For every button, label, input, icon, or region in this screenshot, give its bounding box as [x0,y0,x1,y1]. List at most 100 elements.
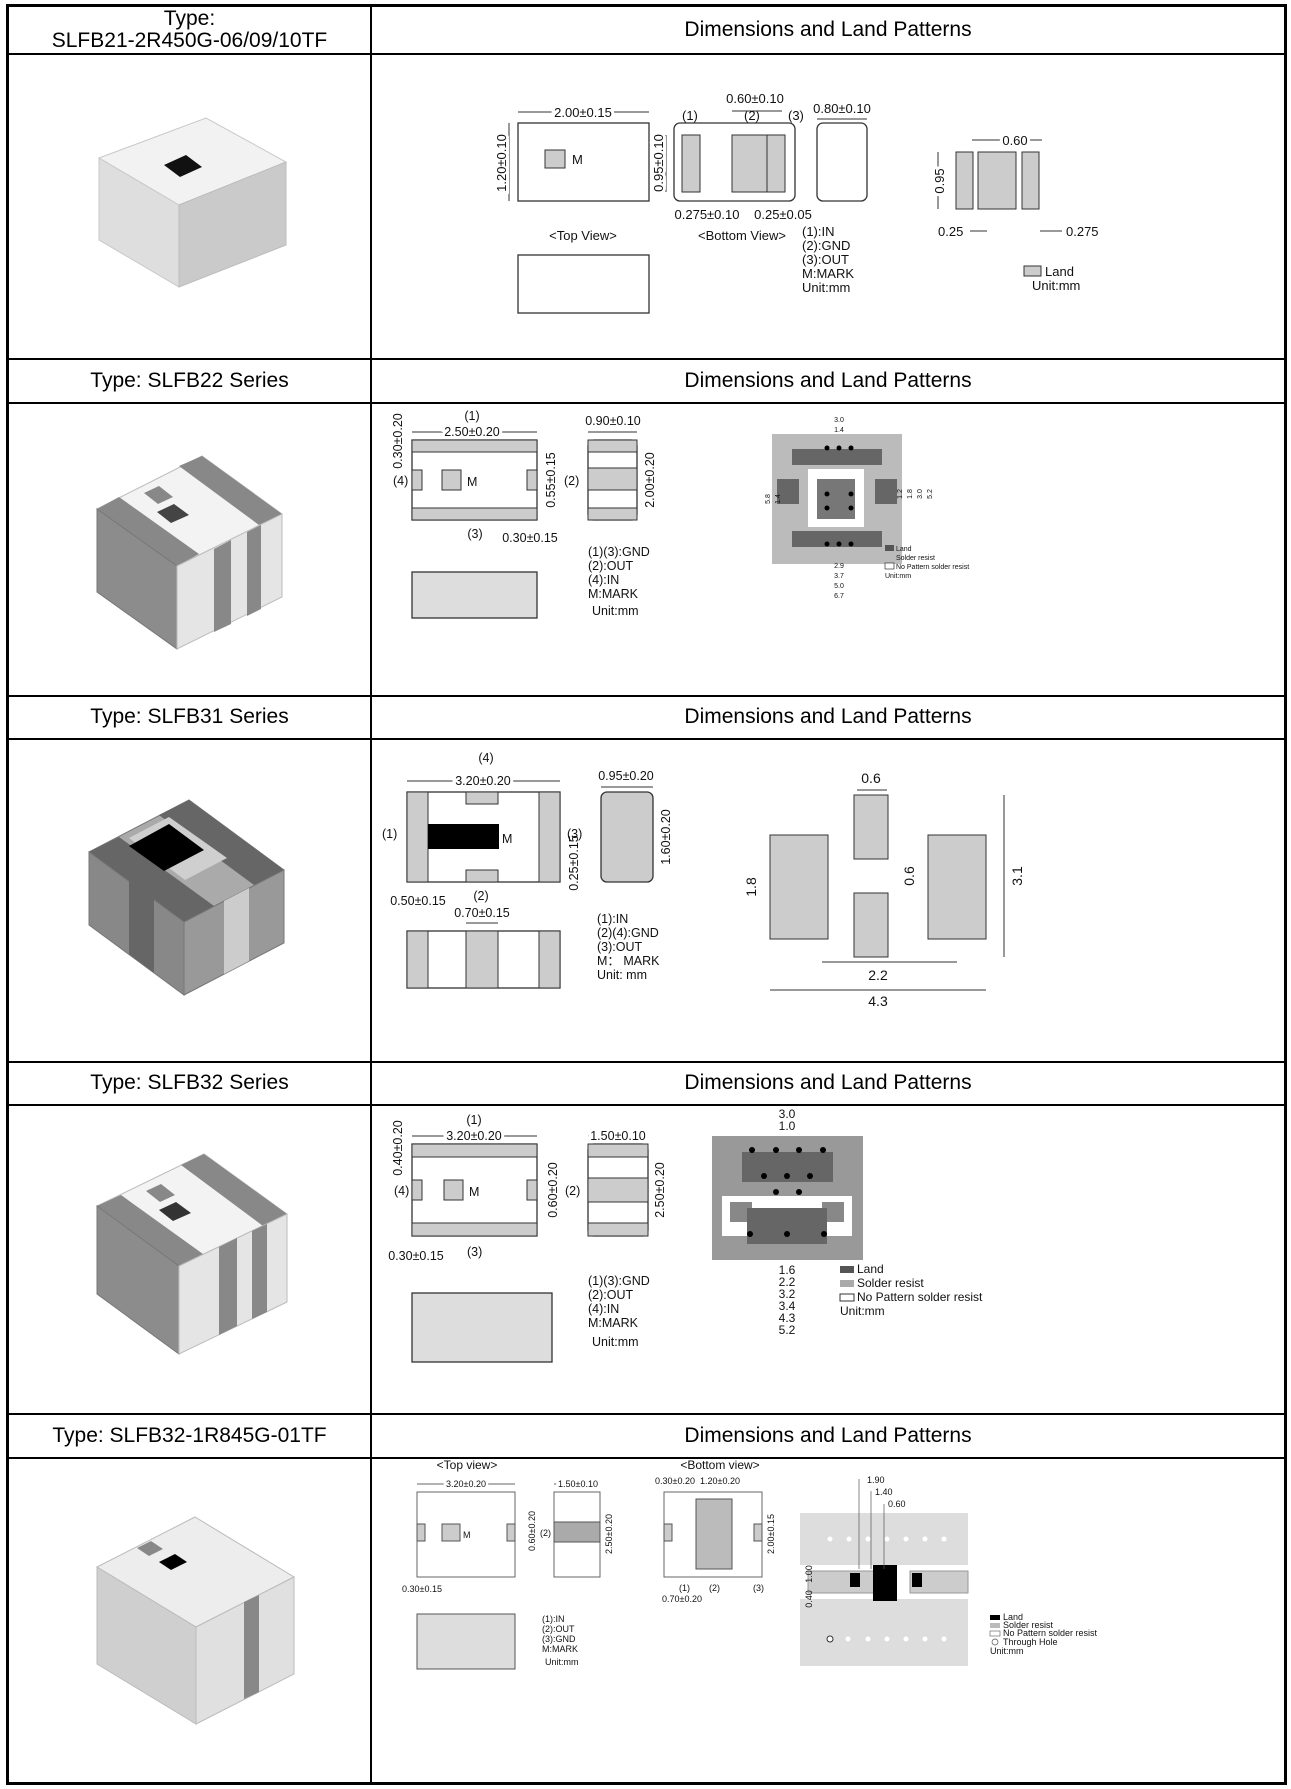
legend-line: Land [1045,264,1074,279]
row-divider [9,695,1284,697]
lp-legend: Solder resist [896,555,935,562]
dim-label: 0.95 [932,168,947,193]
dimensions-header: Dimensions and Land Patterns [684,1423,972,1447]
row-divider [9,402,1284,404]
lp-dim: 3.1 [1009,866,1025,886]
dim-label: 0.95±0.20 [598,769,654,783]
pin-label: (2) [540,1528,551,1538]
lp-dim: 5.0 [834,583,844,590]
lp-legend: Through Hole [1003,1637,1058,1647]
legend-line: (1):IN [802,224,835,239]
lp-legend: No Pattern solder resist [857,1290,983,1304]
pin-label: (3) [753,1583,764,1593]
dim-label: 0.30±0.15 [402,1584,442,1594]
mark-square [164,155,202,177]
legend-line: M:MARK [802,266,854,281]
legend-line: M： MARK [597,954,660,968]
dimension-drawing: (4) 3.20±0.20 M (1) (3) (2) 0.50±0.15 0.… [382,751,1025,1009]
lp-dim: 0.40 [804,1590,814,1608]
lp-dim: 4.3 [779,1311,796,1325]
lp-dim: 2.2 [868,967,888,983]
lp-dim: 5.2 [779,1323,796,1337]
legend-line: (2):OUT [588,1288,634,1302]
dim-label: 2.50±0.20 [604,1514,614,1554]
dim-label: 0.30±0.20 [655,1476,695,1486]
pin-label: (4) [393,474,408,488]
lp-legend: Unit:mm [990,1646,1024,1656]
pin-label: (3) [467,527,482,541]
lp-legend: Land [857,1262,884,1276]
legend-line: (2):GND [802,238,850,253]
legend-line: (2):OUT [588,559,634,573]
column-divider [370,7,372,1782]
legend-line: (1):IN [542,1614,565,1624]
dimensions-header: Dimensions and Land Patterns [684,18,972,41]
lp-dim: 3.2 [779,1287,796,1301]
legend-line: (2)(4):GND [597,926,659,940]
legend-line: (1)(3):GND [588,545,650,559]
pin-label: (4) [478,751,493,765]
lp-dim: 1.6 [779,1263,796,1277]
legend-line: (3):GND [542,1634,576,1644]
view-caption: <Top View> [549,228,617,243]
dim-label: 0.70±0.15 [454,906,510,920]
dim-label: 0.275±0.10 [675,207,740,222]
row-divider [9,1061,1284,1063]
dim-label: 2.50±0.20 [444,425,500,439]
dim-label: 0.30±0.20 [391,413,405,469]
lp-dim: 1.2 [897,489,904,499]
component-3d-render [96,455,283,650]
lp-dim: 1.4 [775,494,782,504]
pin-label: (1) [382,827,397,841]
dimension-drawing: M 2.00±0.15 1.20±0.10 <Top View> (1) (2)… [491,91,1099,314]
view-caption: <Top view> [437,1458,498,1472]
lp-dim: 3.4 [779,1299,796,1313]
view-caption: <Bottom View> [698,228,786,243]
dim-label: 2.00±0.15 [766,1514,776,1554]
dim-label: 0.60 [1002,133,1027,148]
lp-dim: 3.7 [834,573,844,580]
lp-dim: 3.0 [917,489,924,499]
pin-label: (2) [565,1184,580,1198]
lp-dim: 5.2 [927,489,934,499]
pin-label: (2) [473,889,488,903]
lp-dim: 0.6 [901,866,917,886]
lp-legend: Unit:mm [840,1304,885,1318]
dim-label: 0.95±0.10 [651,134,666,192]
component-3d-render [97,117,288,288]
component-3d-render [96,1153,288,1355]
dim-label: 0.25 [938,224,963,239]
pin-label: (3) [567,827,582,841]
dim-label: 1.20±0.20 [700,1476,740,1486]
lp-dim: 0.60 [888,1499,906,1509]
dim-label: 2.00±0.20 [643,452,657,508]
legend-line: (1)(3):GND [588,1274,650,1288]
datasheet-table: Type: SLFB21-2R450G-06/09/10TF Dimension… [6,4,1287,1785]
dimension-drawing: (1) 3.20±0.20 0.40±0.20 M (4) 0.60±0.20 … [388,1107,983,1363]
legend-line: Unit:mm [592,1335,639,1349]
pin-label: (4) [394,1184,409,1198]
dim-label: 1.20±0.10 [494,134,509,192]
dim-label: 0.50±0.15 [390,894,446,908]
pin-label: (1) [464,409,479,423]
lp-dim: 3.0 [834,417,844,424]
type-header: Type: SLFB32-1R845G-01TF [52,1423,327,1447]
dim-label: 2.50±0.20 [653,1162,667,1218]
legend-line: Unit: mm [597,968,647,982]
legend-line: Unit:mm [592,604,639,618]
lp-legend: Land [896,546,912,553]
legend-line: M:MARK [542,1644,578,1654]
dim-label: 0.80±0.10 [813,101,871,116]
dim-label: 3.20±0.20 [446,1479,486,1489]
mark-square [159,1554,187,1570]
pin-label: (1) [679,1583,690,1593]
lp-legend: Unit:mm [885,573,911,580]
type-header: Type: SLFB32 Series [90,1071,289,1094]
legend-line: (4):IN [588,573,619,587]
lp-dim: 1.90 [867,1475,885,1485]
pin-label: (2) [564,474,579,488]
row-divider [9,1457,1284,1459]
dimensions-header: Dimensions and Land Patterns [684,705,972,728]
dim-label: 0.55±0.15 [544,452,558,508]
mark-label: M [463,1530,471,1540]
